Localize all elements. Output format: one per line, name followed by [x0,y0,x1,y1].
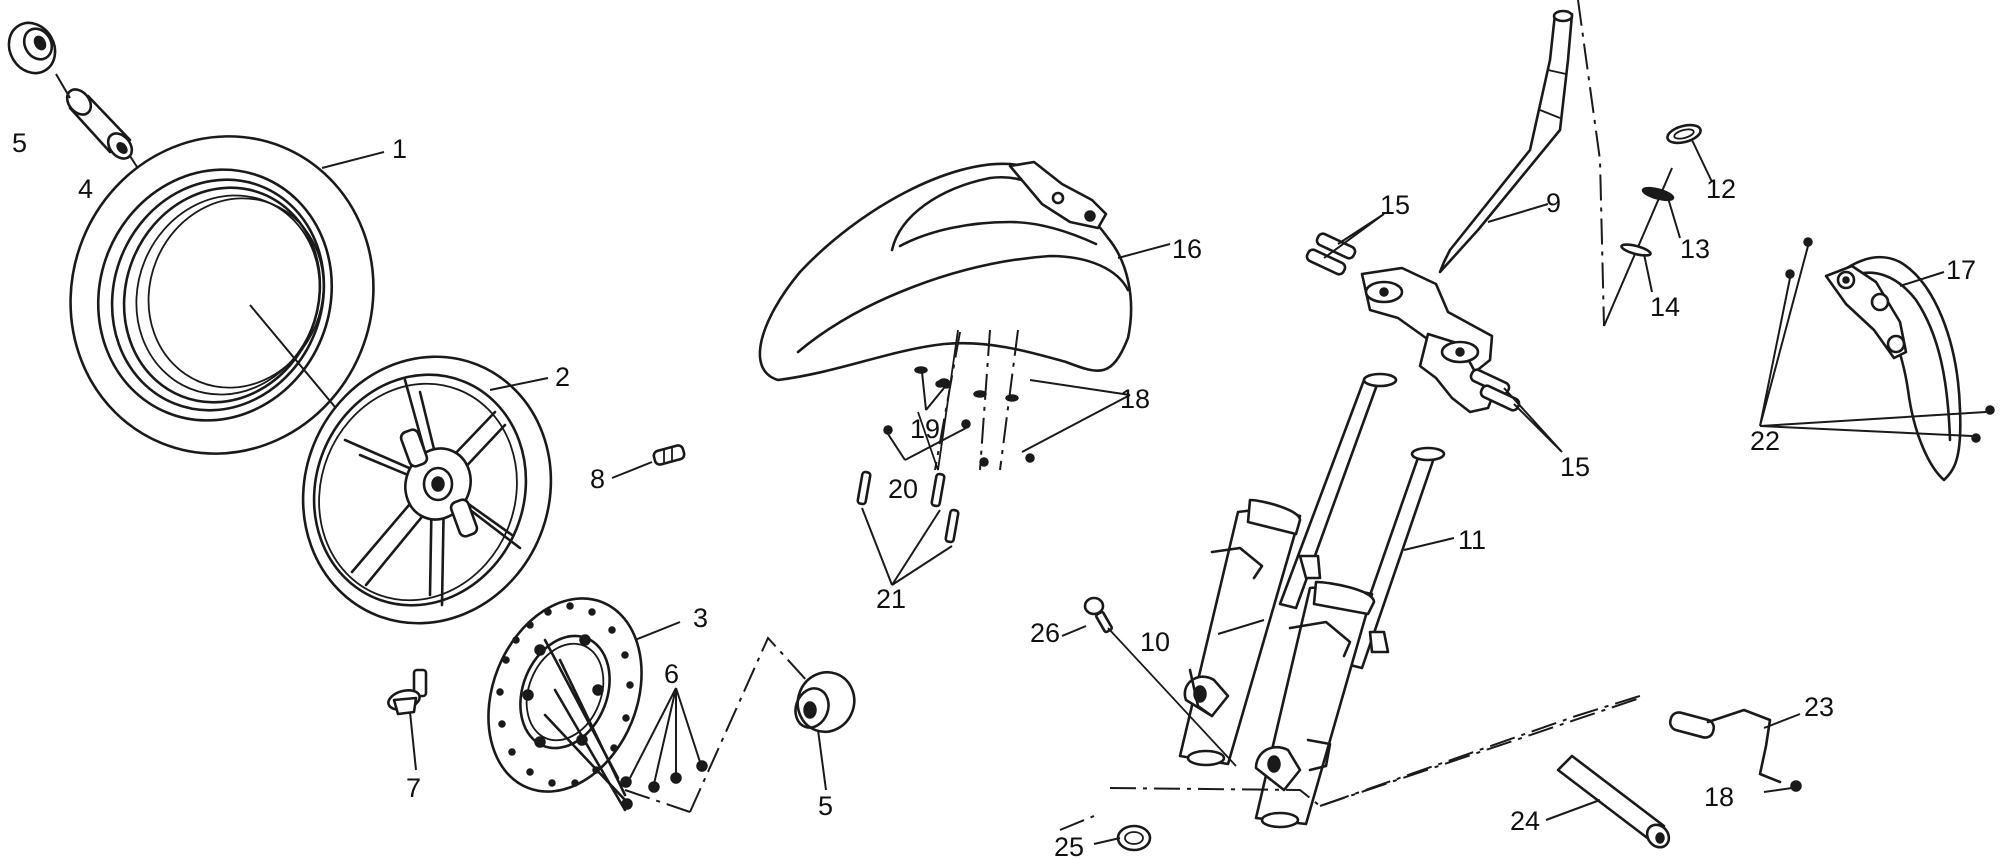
tire-valve [652,444,686,466]
callout-21: 21 [876,584,906,614]
fender-fasteners [856,329,1035,544]
callout-22: 22 [1750,426,1780,456]
callout-5-left: 5 [12,128,27,158]
callout-2: 2 [555,362,570,392]
callout-10: 10 [1140,627,1170,657]
callout-18-axle: 18 [1704,782,1734,812]
callout-20: 20 [888,474,918,504]
callout-4: 4 [78,174,93,204]
axle-bracket [1668,708,1802,792]
callout-23: 23 [1804,692,1834,722]
wheel-rim [301,355,553,625]
clamp-bolts-bottom [1469,368,1521,412]
callout-15-bottom: 15 [1560,452,1590,482]
axle-bolt [387,668,428,716]
callout-19: 19 [910,414,940,444]
callout-25: 25 [1054,832,1084,859]
callout-24: 24 [1510,806,1540,836]
callout-16: 16 [1172,234,1202,264]
caliper-bolt [1083,596,1114,634]
bearing-right [794,670,856,734]
callout-15-top: 15 [1380,190,1410,220]
clamp-bolts-top [1305,232,1357,276]
callout-1: 1 [392,134,407,164]
front-fender [758,160,1133,382]
brake-disc [487,597,643,793]
callout-9: 9 [1546,188,1561,218]
bearing-top-left [7,21,57,75]
callout-17: 17 [1946,255,1976,285]
callout-18-fender: 18 [1120,384,1150,414]
callout-13: 13 [1680,234,1710,264]
axle-nut [1116,824,1152,852]
fork-leg-right [1254,446,1446,829]
mudguard [1824,255,1962,482]
callout-5-right: 5 [818,791,833,821]
steering-stem [1438,9,1574,274]
callout-6: 6 [664,659,679,689]
callout-12: 12 [1706,174,1736,204]
callout-7: 7 [406,773,421,803]
callout-8: 8 [590,464,605,494]
stem-washers [1620,123,1702,257]
callout-26: 26 [1030,618,1060,648]
callout-11: 11 [1458,525,1486,555]
mudguard-screws [1785,237,1995,443]
front-axle [1556,754,1671,849]
triple-clamp [1360,266,1498,414]
fork-leg-left [1178,372,1398,767]
tire [69,135,375,455]
callout-3: 3 [693,603,708,633]
spacer-collar [65,88,134,160]
disc-bolts [543,638,708,812]
callout-14: 14 [1650,292,1680,322]
